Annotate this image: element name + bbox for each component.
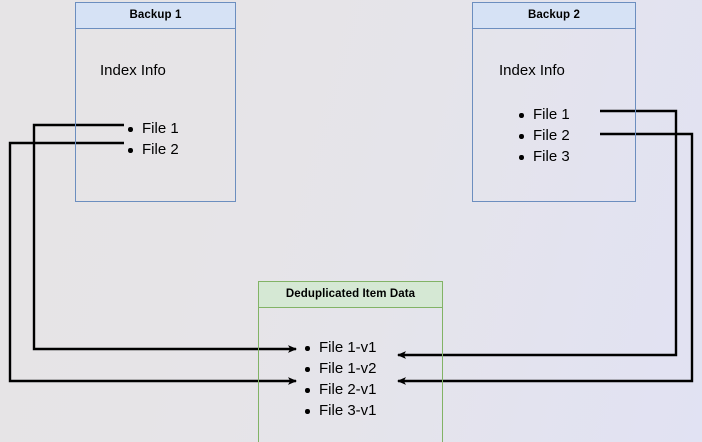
list-item[interactable]: File 2-v1 — [303, 379, 377, 400]
list-item[interactable]: File 1 — [517, 104, 570, 125]
backup-1-body: Index Info File 1 File 2 — [76, 29, 235, 201]
backup-2-caption: Index Info — [499, 62, 565, 79]
backup-1-box[interactable]: Backup 1 Index Info File 1 File 2 — [75, 2, 236, 202]
dedup-item-label: File 1-v2 — [319, 360, 377, 377]
backup-2-body: Index Info File 1 File 2 File 3 — [473, 29, 635, 201]
deduplicated-item-data-box[interactable]: Deduplicated Item Data File 1-v1 File 1-… — [258, 281, 443, 442]
backup-1-header: Backup 1 — [76, 3, 235, 29]
backup-2-file-label: File 1 — [533, 106, 570, 123]
list-item[interactable]: File 2 — [126, 139, 179, 160]
backup-2-file-label: File 2 — [533, 127, 570, 144]
list-item[interactable]: File 1-v1 — [303, 337, 377, 358]
backup-2-header: Backup 2 — [473, 3, 635, 29]
dedup-item-label: File 1-v1 — [319, 339, 377, 356]
dedup-item-label: File 2-v1 — [319, 381, 377, 398]
backup-1-caption: Index Info — [100, 62, 166, 79]
backup-2-file-label: File 3 — [533, 148, 570, 165]
backup-2-box[interactable]: Backup 2 Index Info File 1 File 2 File 3 — [472, 2, 636, 202]
list-item[interactable]: File 1-v2 — [303, 358, 377, 379]
list-item[interactable]: File 1 — [126, 118, 179, 139]
backup-2-file-list: File 1 File 2 File 3 — [517, 104, 570, 167]
dedup-item-label: File 3-v1 — [319, 402, 377, 419]
list-item[interactable]: File 3-v1 — [303, 400, 377, 421]
backup-1-file-list: File 1 File 2 — [126, 118, 179, 160]
list-item[interactable]: File 2 — [517, 125, 570, 146]
deduplicated-item-list: File 1-v1 File 1-v2 File 2-v1 File 3-v1 — [303, 337, 377, 421]
deduplicated-item-data-body: File 1-v1 File 1-v2 File 2-v1 File 3-v1 — [259, 308, 442, 442]
backup-1-file-label: File 1 — [142, 120, 179, 137]
backup-1-file-label: File 2 — [142, 141, 179, 158]
list-item[interactable]: File 3 — [517, 146, 570, 167]
deduplicated-item-data-header: Deduplicated Item Data — [259, 282, 442, 308]
